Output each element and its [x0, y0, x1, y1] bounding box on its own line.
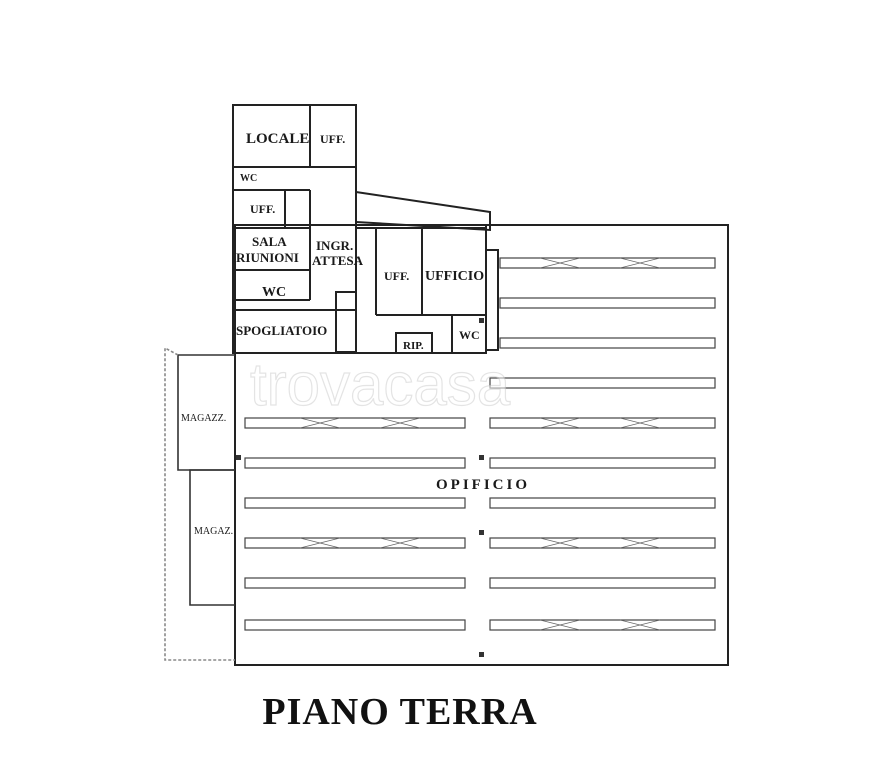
- room-label-wc-right: WC: [459, 328, 480, 342]
- watermark: trovacasa: [250, 351, 511, 418]
- room-label-magaz: MAGAZ.: [194, 526, 233, 537]
- floor-title: PIANO TERRA: [262, 691, 538, 733]
- room-label-ingr: INGR.: [316, 238, 353, 253]
- room-label-ufficio: UFFICIO: [425, 269, 484, 284]
- room-label-wc-mid: WC: [262, 285, 286, 300]
- room-label-uff-mid: UFF.: [250, 202, 275, 216]
- room-label-rip: RIP.: [403, 340, 424, 352]
- storage-racks: [244, 257, 716, 631]
- opificio-wall: [234, 224, 729, 666]
- room-label-uff-right: UFF.: [384, 269, 409, 283]
- room-label-attesa: ATTESA: [312, 253, 364, 268]
- room-label-magazz: MAGAZZ.: [181, 413, 226, 424]
- room-label-locale: LOCALE: [246, 131, 309, 147]
- room-label-sala: SALA: [252, 234, 287, 249]
- room-label-opificio: OPIFICIO: [436, 477, 530, 493]
- room-label-riunioni: RIUNIONI: [236, 250, 299, 265]
- room-label-uff-top: UFF.: [320, 132, 345, 146]
- room-label-wc-top: WC: [240, 173, 257, 184]
- room-label-spogliatoio: SPOGLIATOIO: [236, 323, 327, 338]
